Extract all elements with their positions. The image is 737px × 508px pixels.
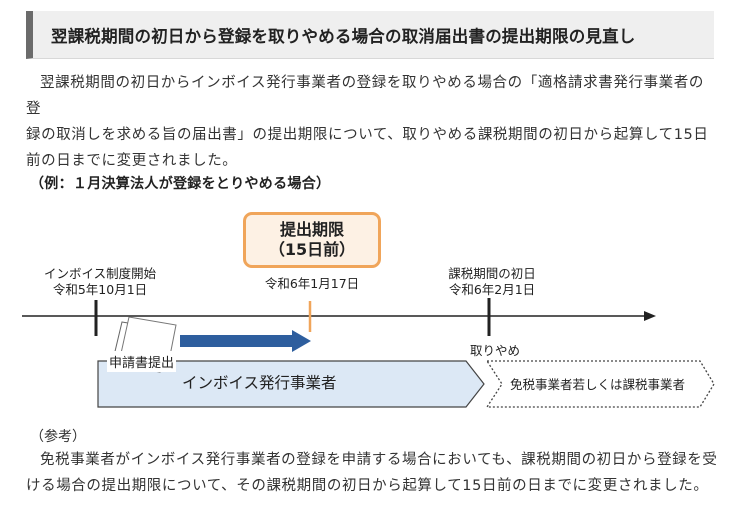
reference-line-2: ける場合の提出期限について、その課税期間の初日から起算して15日前の日までに変更…	[26, 478, 709, 494]
reference-paragraph: 免税事業者がインボイス発行事業者の登録を申請する場合においても、課税期間の初日か…	[26, 447, 718, 499]
period-start-label: 課税期間の初日 令和6年2月1日	[440, 266, 544, 298]
reference-line-1: 免税事業者がインボイス発行事業者の登録を申請する場合においても、課税期間の初日か…	[40, 452, 718, 468]
example-title: （例：１月決算法人が登録をとりやめる場合）	[30, 176, 331, 192]
intro-line-2: 録の取消しを求める旨の届出書」の提出期限について、取りやめる課税期間の初日から起…	[26, 127, 709, 143]
reference-label: （参考）	[30, 429, 86, 445]
intro-line-3: 前の日までに変更されました。	[26, 153, 238, 169]
timeline-arrowhead	[644, 311, 656, 321]
invoice-start-date: 令和5年10月1日	[52, 282, 148, 297]
invoice-start-label-text: インボイス制度開始	[44, 266, 157, 281]
exempt-band	[485, 360, 715, 408]
invoice-issuer-band	[97, 360, 485, 408]
withdraw-label: 取りやめ	[469, 343, 520, 358]
submission-arrow-shaft	[180, 335, 292, 347]
section-heading: 翌課税期間の初日から登録を取りやめる場合の取消届出書の提出期限の見直し	[26, 11, 714, 59]
deadline-title: 提出期限	[279, 220, 344, 239]
invoice-issuer-label: インボイス発行事業者	[182, 374, 337, 392]
exempt-label: 免税事業者若しくは課税事業者	[510, 377, 686, 392]
deadline-date: 令和6年1月17日	[264, 276, 360, 291]
application-label: 申請書提出	[107, 351, 177, 372]
submission-arrow-head	[292, 330, 311, 352]
period-start-label-text: 課税期間の初日	[448, 266, 536, 281]
section-heading-text: 翌課税期間の初日から登録を取りやめる場合の取消届出書の提出期限の見直し	[51, 27, 636, 46]
deadline-box: 提出期限 （15日前）	[243, 212, 381, 268]
intro-paragraph: 翌課税期間の初日からインボイス発行事業者の登録を取りやめる場合の「適格請求書発行…	[26, 70, 718, 174]
deadline-sub: （15日前）	[268, 240, 356, 259]
invoice-start-label: インボイス制度開始 令和5年10月1日	[44, 266, 156, 298]
period-start-date: 令和6年2月1日	[448, 282, 536, 297]
intro-line-1: 翌課税期間の初日からインボイス発行事業者の登録を取りやめる場合の「適格請求書発行…	[26, 75, 704, 117]
